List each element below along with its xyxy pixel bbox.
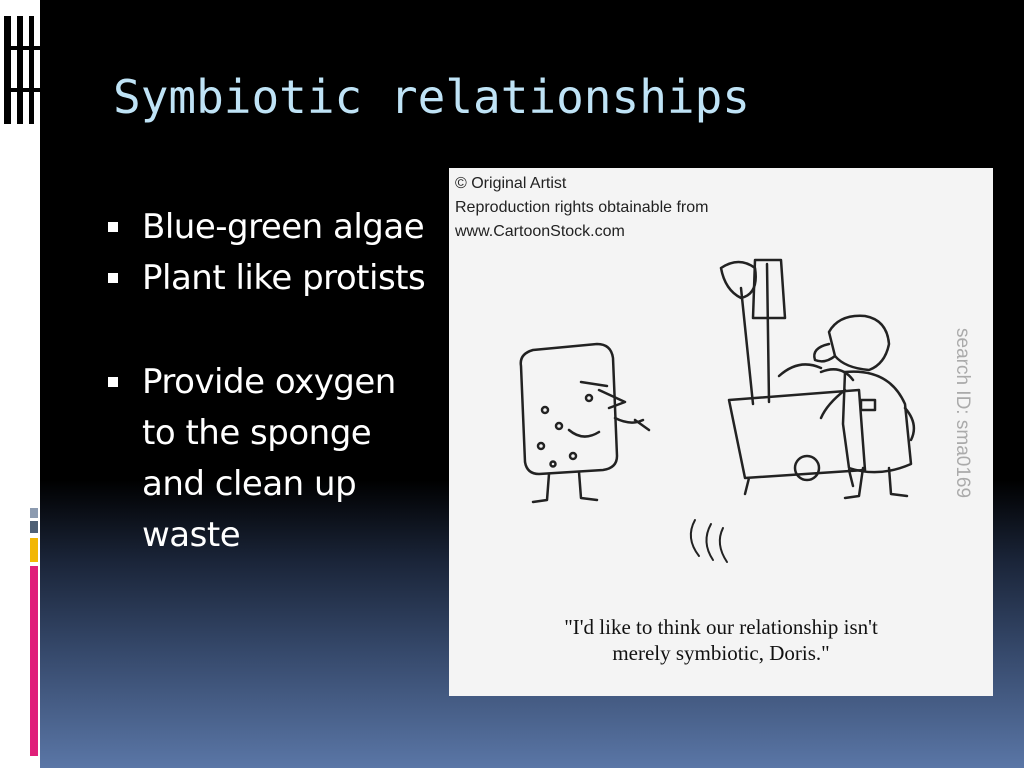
accent-bar-gray-2 — [30, 521, 38, 533]
lady-nose — [813, 342, 837, 363]
lady-body — [841, 370, 913, 474]
broom — [751, 258, 787, 404]
lady-head — [827, 314, 891, 372]
accent-bar-yellow — [30, 538, 38, 562]
bullet-item: Provide oxygen to the sponge and clean u… — [104, 357, 434, 561]
accent-bar-gray — [30, 508, 38, 518]
sponge-body — [519, 342, 619, 476]
bullet-square-icon — [108, 377, 118, 387]
cartoon-watermark: search ID: sma0169 — [952, 328, 973, 499]
left-decor-strip — [0, 0, 40, 768]
cartoon-image: © Original Artist Reproduction rights ob… — [449, 168, 993, 696]
bullet-text: Blue-green algae — [142, 207, 425, 247]
cartoon-drawing — [519, 258, 916, 563]
cartoon-credit: © Original Artist Reproduction rights ob… — [455, 175, 709, 240]
motion-lines — [689, 519, 728, 563]
bullet-text: Plant like protists — [142, 258, 426, 298]
lady-legs — [843, 466, 909, 500]
bullet-item: Blue-green algae — [104, 202, 434, 253]
sponge-face — [567, 380, 627, 438]
bullet-square-icon — [108, 273, 118, 283]
sponge-arm — [613, 416, 651, 432]
cart — [727, 388, 867, 496]
slide-title: Symbiotic relationships — [113, 70, 750, 124]
lady-arms — [819, 388, 916, 442]
bullet-square-icon — [108, 222, 118, 232]
bullet-text: Provide oxygen to the sponge and clean u… — [142, 362, 396, 555]
bullet-list: Blue-green algae Plant like protists Pro… — [104, 202, 434, 561]
top-decor-bars — [4, 16, 40, 124]
mop — [719, 260, 757, 406]
cartoon-caption: "I'd like to think our relationship isn'… — [564, 615, 878, 665]
accent-bar-pink — [30, 566, 38, 756]
sponge-legs — [531, 470, 599, 504]
bullet-item: Plant like protists — [104, 253, 434, 304]
cart-items — [777, 363, 855, 382]
